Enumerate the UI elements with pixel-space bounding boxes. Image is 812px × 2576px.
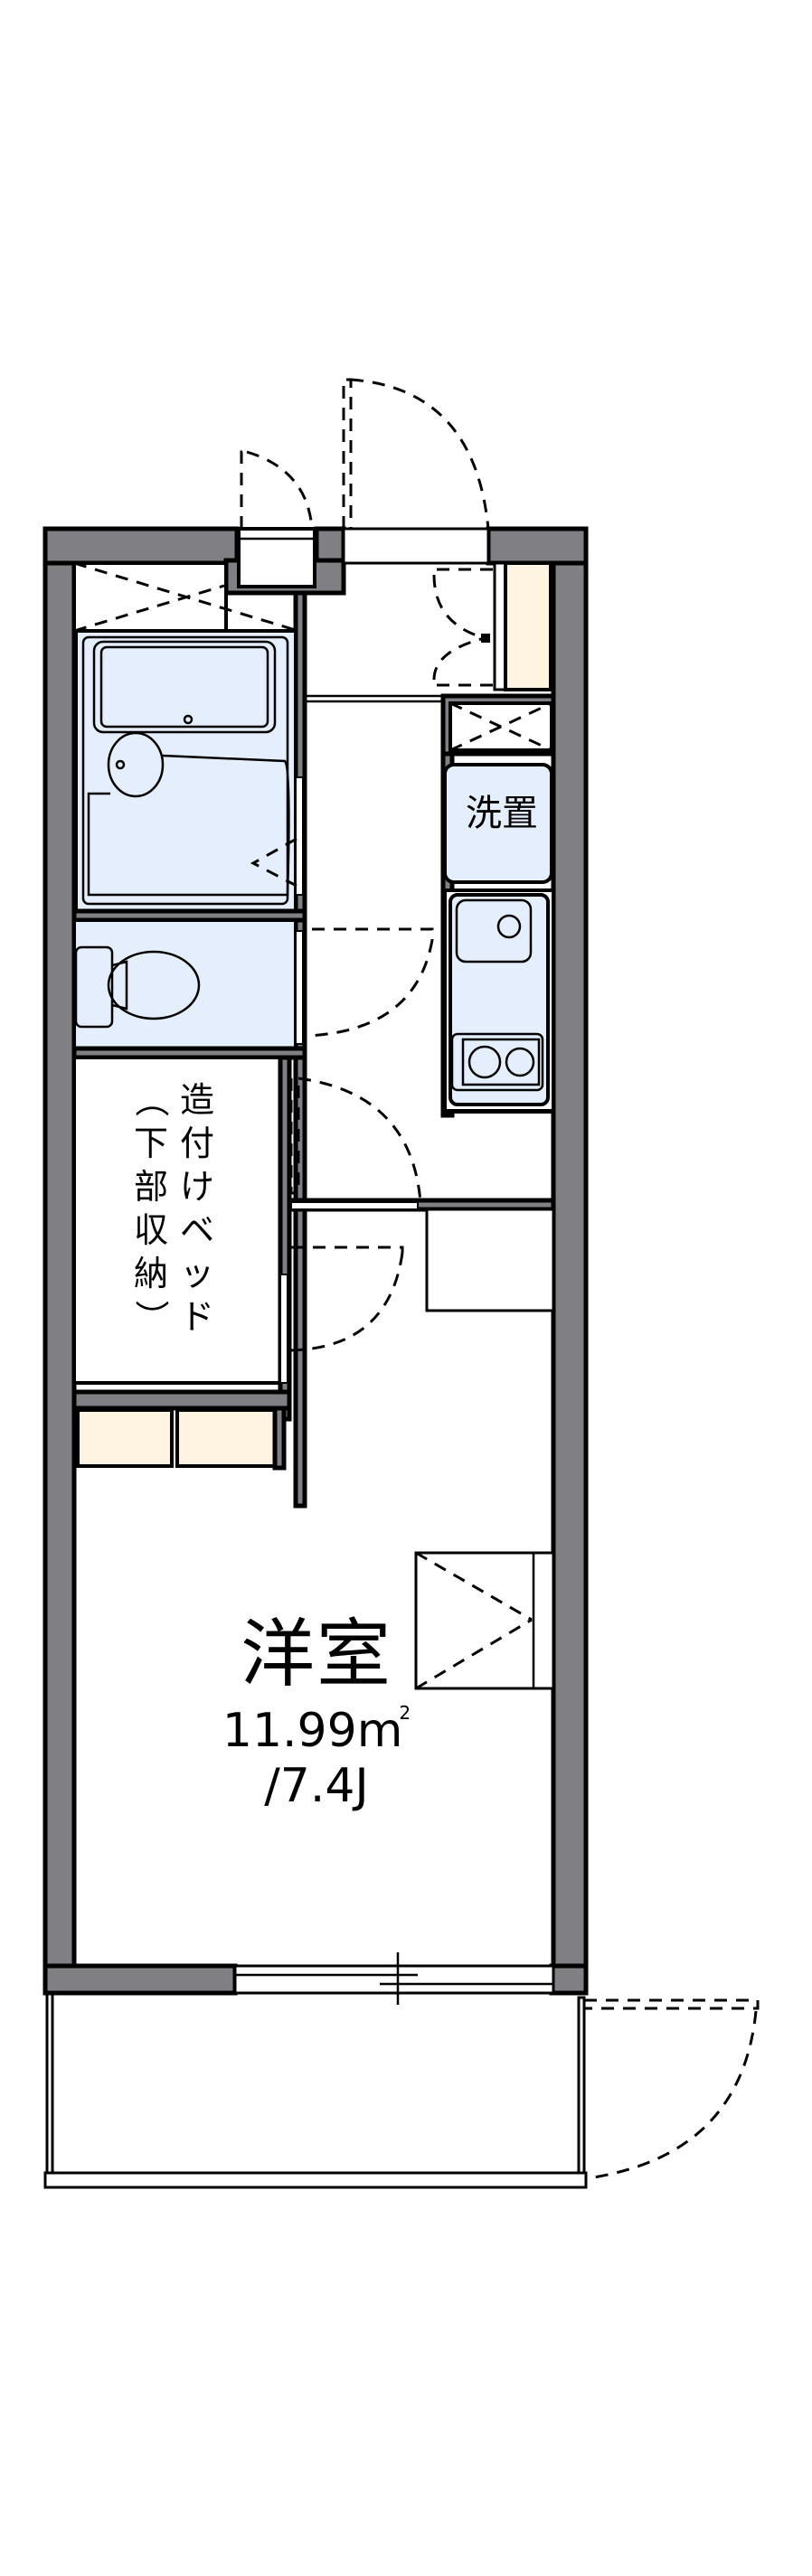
washer-space-label: 洗置 <box>466 793 538 834</box>
kitchen <box>443 888 555 1114</box>
unit-bath <box>74 629 304 913</box>
toilet-room <box>71 908 434 1060</box>
area-unit-superscript: 2 <box>399 1702 411 1724</box>
bed-label-char: 付 <box>179 1123 214 1163</box>
room-name: 洋室 <box>240 1612 392 1697</box>
under-storage-label: （ 下 部 収 納 ） <box>130 1078 172 1339</box>
room-area: 11.99m2 <box>145 1704 488 1754</box>
hall-door <box>287 1076 556 1352</box>
shoe-cabinet <box>432 561 552 691</box>
bed-label-char: ッ <box>179 1254 214 1293</box>
bed-label-char: ド <box>179 1297 214 1337</box>
balcony-window <box>233 1952 555 2005</box>
entrance-door <box>240 378 490 565</box>
storage-label-char: ） <box>131 1299 171 1334</box>
storage-label-char: 下 <box>133 1123 168 1163</box>
room-closet <box>414 1551 555 1690</box>
storage-label-char: 収 <box>133 1210 168 1250</box>
meter-box-window <box>237 527 316 588</box>
storage-label-char: （ <box>131 1082 171 1117</box>
bed-label-char: け <box>179 1167 214 1207</box>
closet <box>71 1389 292 1471</box>
balcony <box>43 1991 760 2189</box>
bed-label-char: ベ <box>179 1210 214 1250</box>
built-in-bed <box>72 1055 292 1422</box>
storage-label-char: 納 <box>133 1254 168 1293</box>
area-unit: m <box>356 1704 403 1758</box>
storage-label-char: 部 <box>133 1167 168 1207</box>
area-value: 11.99 <box>222 1704 357 1758</box>
bed-label-char: 造 <box>179 1080 214 1120</box>
sliding-cabinet <box>440 693 556 757</box>
built-in-bed-label: 造 付 け ベ ッ ド <box>176 1078 218 1339</box>
washroom <box>72 561 299 633</box>
room-tatami: /7.4J <box>264 1759 369 1813</box>
